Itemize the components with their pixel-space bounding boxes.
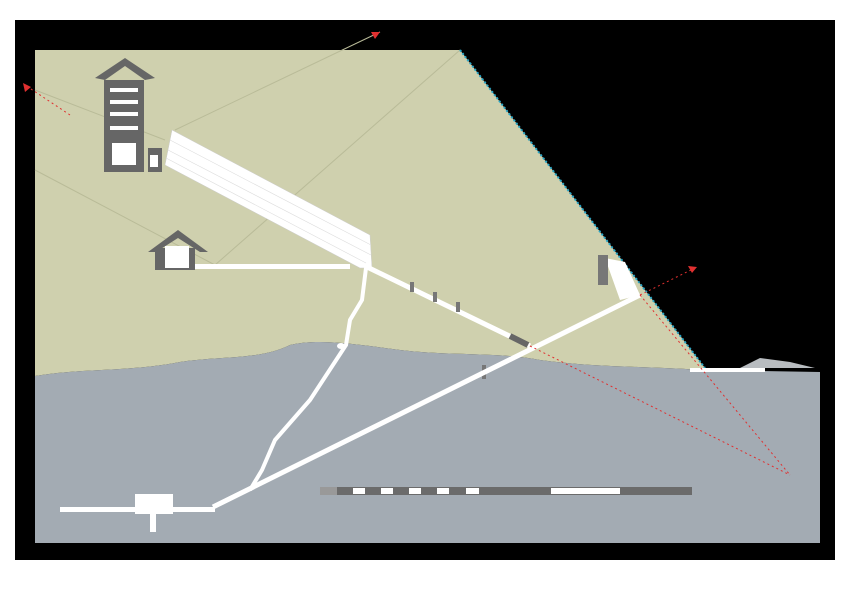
granite-plugs	[508, 333, 530, 348]
well-shaft	[248, 267, 368, 492]
descending-passage	[211, 292, 642, 510]
shaft-arrow-icon	[371, 32, 380, 39]
scale-bar	[320, 487, 692, 495]
pit	[150, 512, 156, 532]
entrance-gable	[598, 255, 640, 300]
queens-chamber-passage	[190, 264, 350, 269]
queens-chamber	[148, 230, 208, 270]
shaft-arrow-icon	[23, 83, 31, 92]
rubble	[740, 358, 815, 368]
gallery-lines	[165, 139, 372, 264]
subterranean-chamber	[135, 494, 173, 514]
ascending-passage	[363, 263, 532, 349]
shaft-arrow-icon	[688, 266, 697, 273]
grotto	[337, 343, 345, 349]
air-shafts	[24, 84, 791, 476]
kings-chamber	[95, 58, 162, 172]
pavement	[690, 368, 765, 372]
casing-face-line	[459, 49, 706, 369]
pyramid-masonry	[35, 50, 705, 376]
